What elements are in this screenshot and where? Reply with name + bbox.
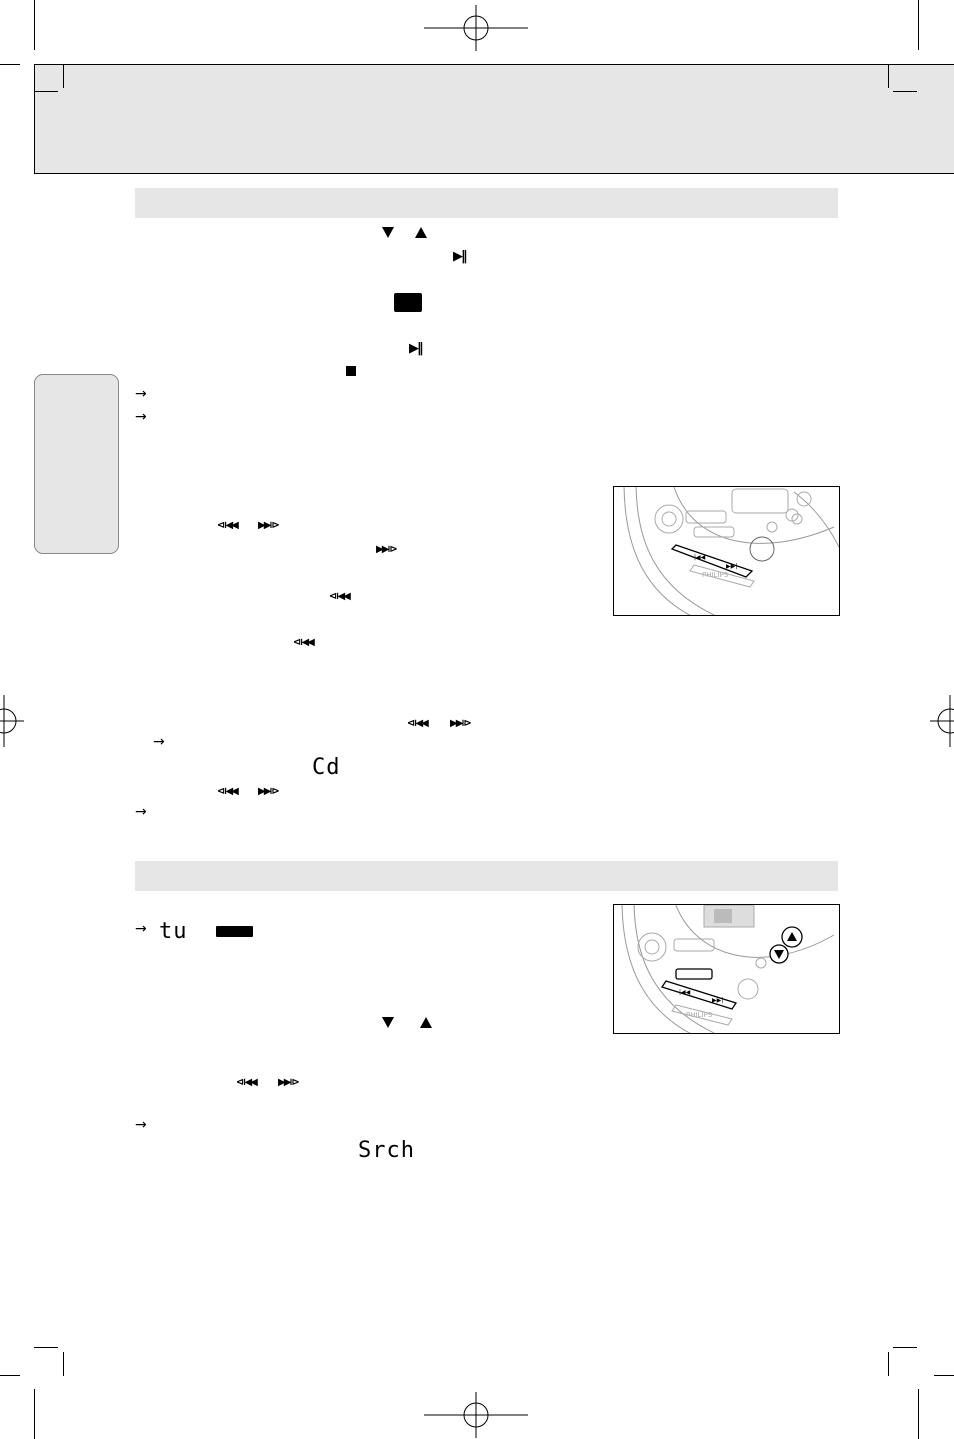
registration-mark-bottom [424,1392,528,1438]
down-icon [382,227,394,238]
crop-mark [34,0,35,50]
next-icon: ▶▶⧐ [450,718,472,729]
play-pause-icon: ▶‖ [409,341,423,356]
result-arrow-icon: → [153,734,165,750]
next-icon: ▶▶⧐ [376,544,398,555]
next-icon: ▶▶⧐ [258,786,280,797]
display-srch: Srch [358,1138,415,1163]
brand-label: PHILIPS [702,571,729,579]
band-indicator-icon [216,926,253,937]
device-illustration-radio: |◀◀ ▶▶| PHILIPS [613,904,840,1034]
section-heading-band-cd [135,188,838,218]
previous-icon: ⧏◀◀ [217,520,239,531]
up-icon [415,227,427,238]
clock-radio-drawing: |◀◀ ▶▶| PHILIPS [623,487,839,615]
device-illustration-cd: |◀◀ ▶▶| PHILIPS [613,486,840,616]
brand-label: PHILIPS [686,1011,713,1019]
crop-mark [63,64,64,88]
clock-radio-drawing: |◀◀ ▶▶| PHILIPS [621,905,835,1033]
page-header-tab [918,64,954,174]
next-icon: ▶▶⧐ [278,1077,300,1088]
crop-mark [918,1389,919,1439]
next-key-label: ▶▶| [726,563,737,570]
stop-icon [346,366,356,376]
crop-mark [0,1375,20,1376]
next-key-label: ▶▶| [712,997,723,1004]
result-arrow-icon: → [135,804,147,820]
previous-icon: ⧏◀◀ [236,1077,258,1088]
result-arrow-icon: → [135,1117,147,1133]
result-arrow-icon: → [135,409,147,425]
previous-icon: ⧏◀◀ [293,637,315,648]
prev-key-label: |◀◀ [694,554,706,561]
crop-mark [934,1375,954,1376]
crop-mark [888,1352,889,1376]
crop-mark [918,0,919,50]
registration-mark-right [930,695,954,747]
down-icon [382,1017,394,1028]
crop-mark [34,91,58,92]
crop-mark [34,1347,58,1348]
next-icon: ▶▶⧐ [258,520,280,531]
page-header-band [34,64,920,174]
crop-mark [0,64,20,65]
result-arrow-icon: → [135,386,147,402]
crop-mark [34,1389,35,1439]
section-heading-band-radio [135,861,838,891]
prev-key-label: |◀◀ [679,989,691,996]
display-cd: Cd [312,755,341,780]
crop-mark [63,1352,64,1376]
crop-mark [888,64,889,88]
crop-mark [893,91,917,92]
result-arrow-icon: → [135,921,147,937]
registration-mark-left [0,695,24,747]
registration-mark-top [424,5,528,51]
button-key-icon [394,293,422,312]
play-pause-icon: ▶‖ [453,249,467,264]
up-icon [420,1017,432,1028]
previous-icon: ⧏◀◀ [217,786,239,797]
language-side-tab [34,374,119,554]
previous-icon: ⧏◀◀ [329,591,351,602]
crop-mark [893,1347,917,1348]
display-tu: tu [159,919,188,944]
previous-icon: ⧏◀◀ [407,718,429,729]
